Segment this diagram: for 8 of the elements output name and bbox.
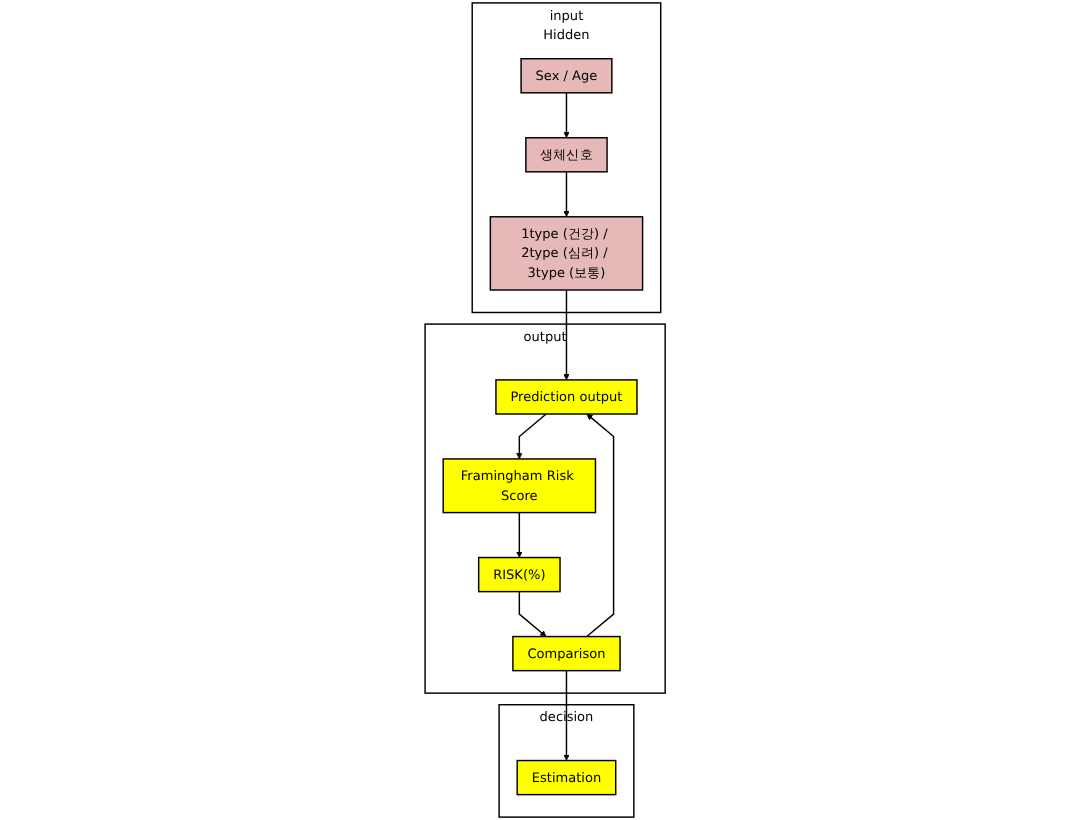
arrow [564, 171, 571, 218]
arrow [564, 289, 571, 381]
arrow [564, 92, 571, 139]
arrow [564, 669, 571, 761]
arrow [517, 413, 548, 460]
arrow [519, 590, 548, 637]
arrow [586, 413, 616, 638]
arrow [517, 511, 524, 558]
